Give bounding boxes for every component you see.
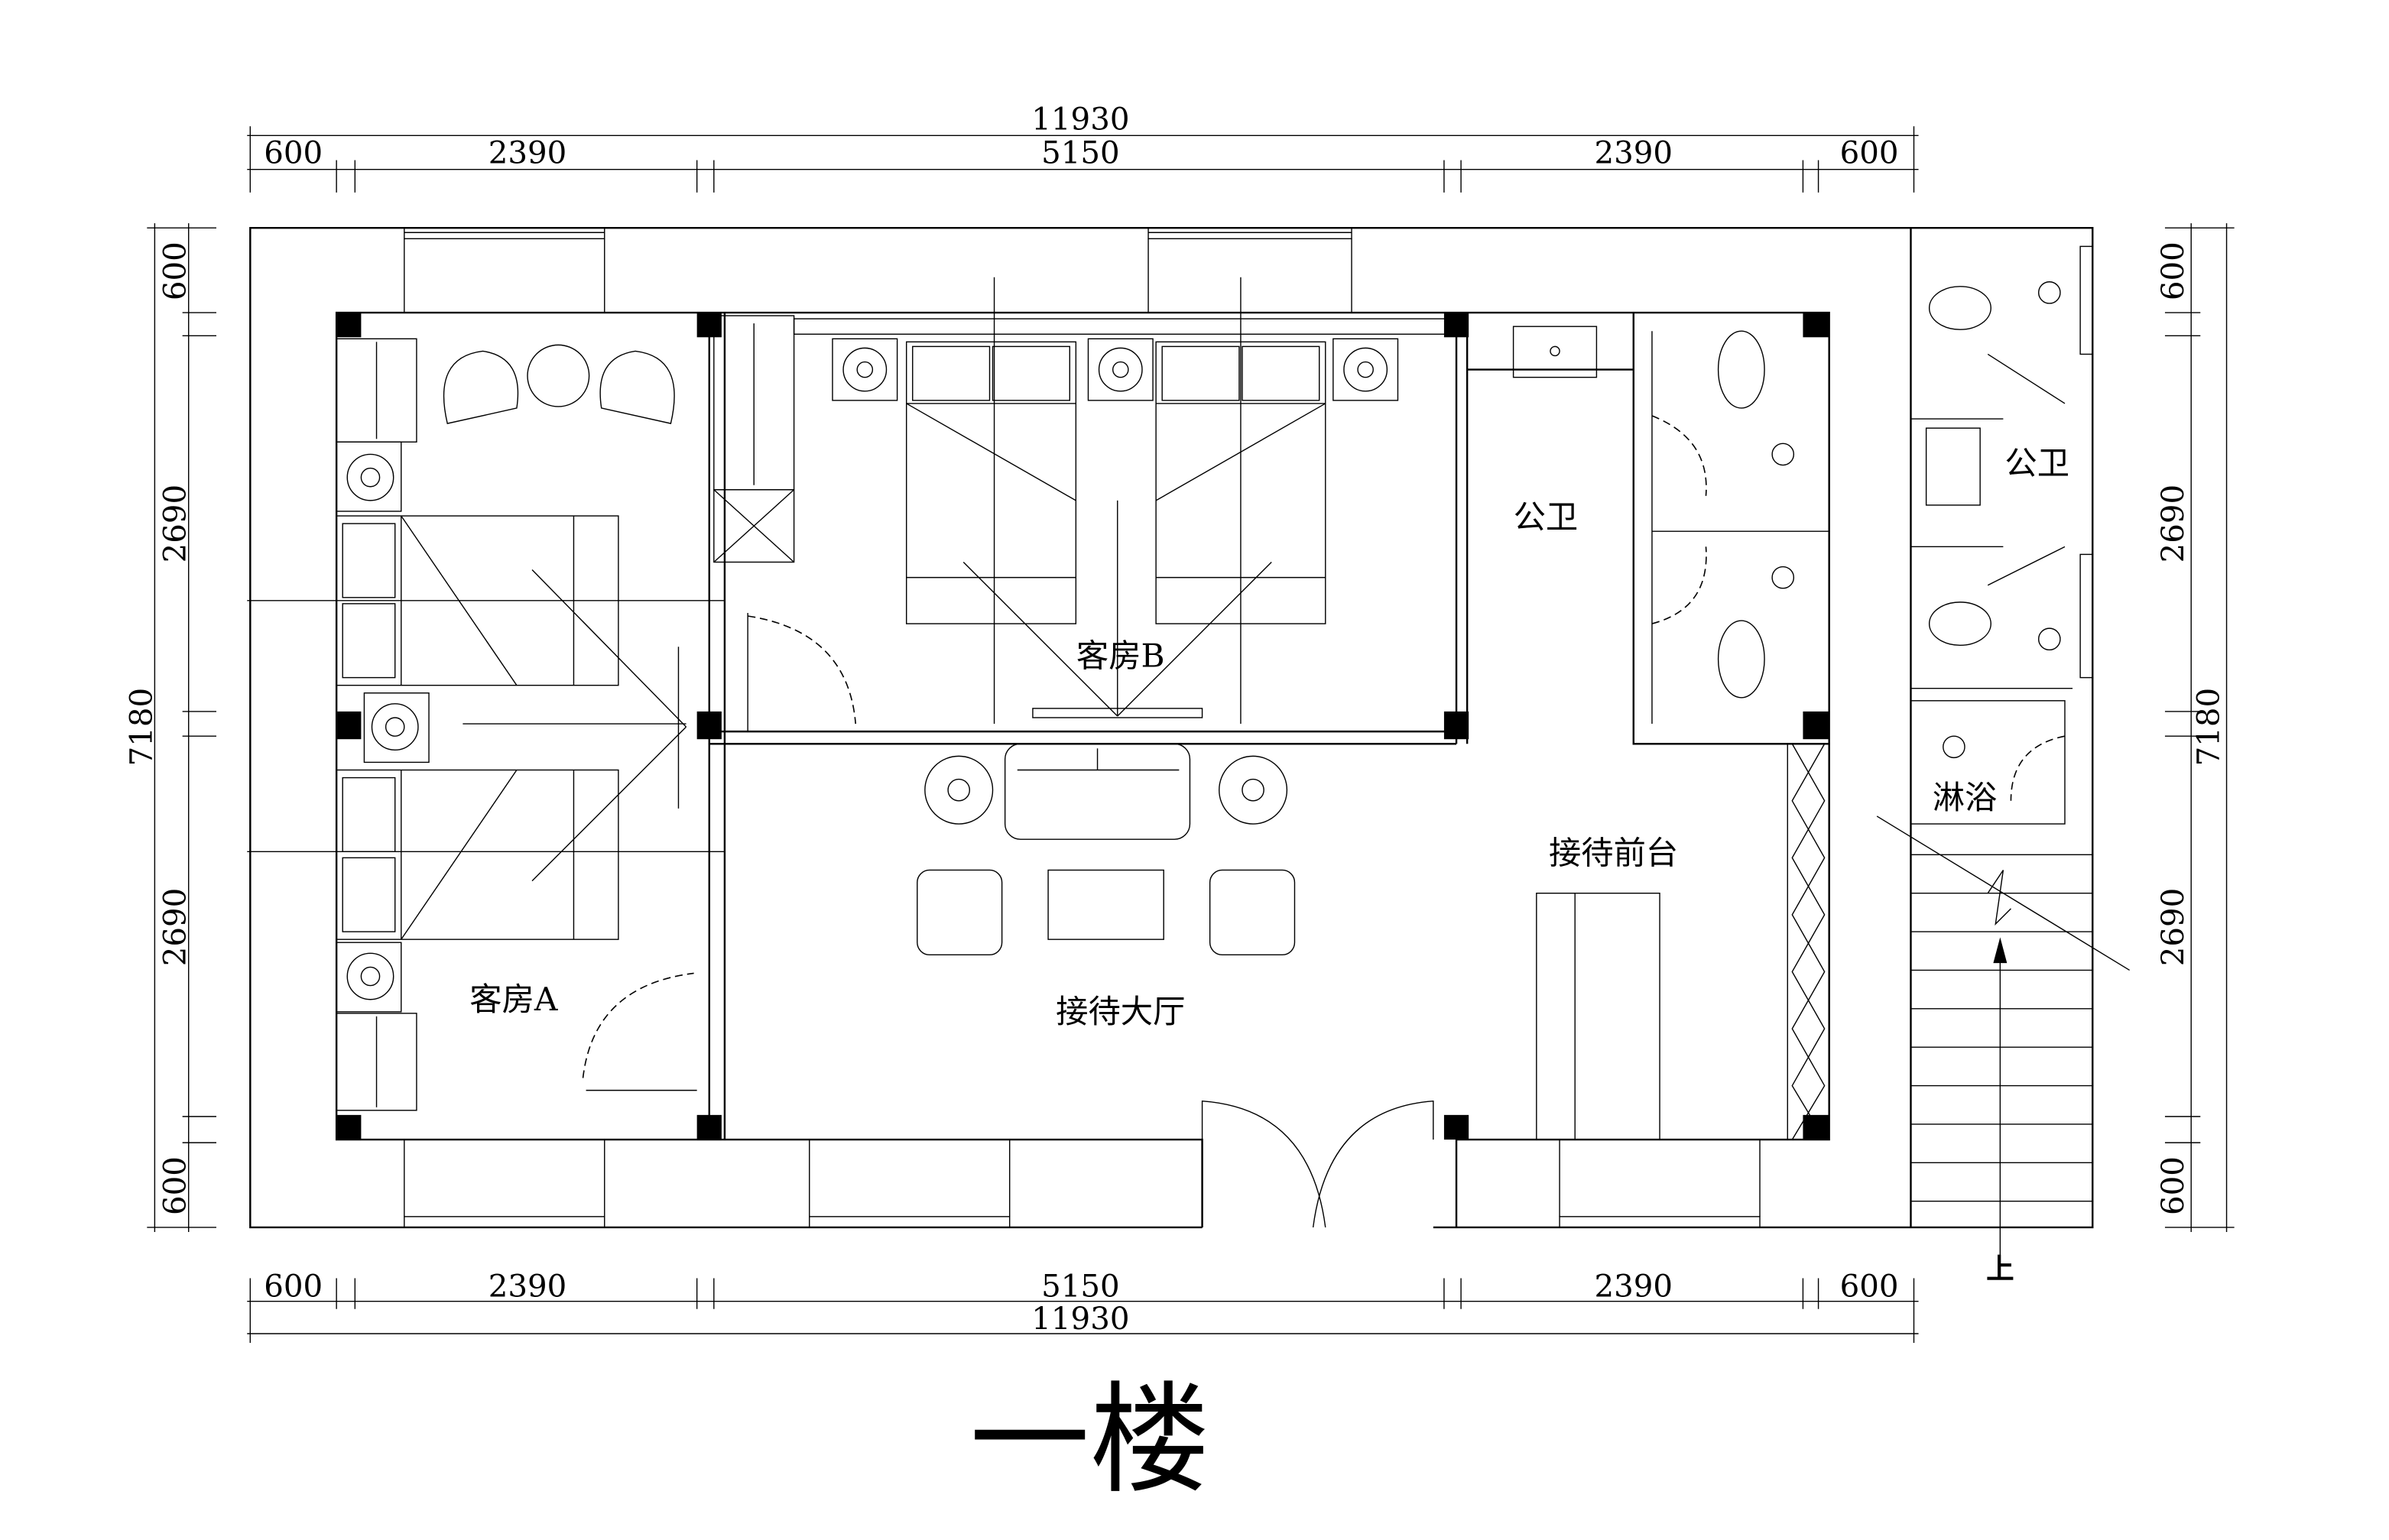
lamp-icon: [1098, 347, 1143, 392]
dim-right-seg: 2690: [2155, 888, 2191, 967]
dimensions-left: 600 2690 2690 600 7180: [123, 223, 216, 1232]
dim-right-seg: 600: [2155, 242, 2191, 300]
dim-right-seg: 2690: [2155, 485, 2191, 563]
cabinet: [1787, 743, 1830, 1140]
dim-bottom-seg: 2390: [489, 1269, 567, 1305]
sink: [1512, 326, 1598, 378]
armchair: [917, 869, 1003, 956]
arrow-up-icon: [1993, 937, 2008, 964]
lamp-icon: [346, 952, 394, 1000]
label-guest-room-a: 客房A: [469, 981, 558, 1018]
lamp-icon: [1219, 755, 1288, 825]
squat-toilet: [1717, 620, 1765, 699]
bed: [905, 341, 1077, 624]
wardrobe: [336, 1013, 417, 1111]
room-labels: 客房B 客房A 接待大厅 接待前台 公卫 公卫 淋浴: [469, 445, 2069, 1030]
dim-left-seg: 600: [157, 242, 193, 300]
floor-title: 一楼: [969, 1370, 1209, 1510]
dim-top-seg: 600: [1840, 135, 1899, 171]
dim-right-seg: 600: [2155, 1156, 2191, 1215]
reception-counter: [1536, 892, 1660, 1140]
armchair: [599, 350, 675, 424]
dim-top-total: 11930: [1031, 101, 1129, 137]
squat-toilet: [1928, 601, 1991, 646]
round-table: [527, 344, 590, 407]
dim-top-seg: 2390: [489, 135, 567, 171]
windows: [404, 227, 2093, 1228]
armchair: [1209, 869, 1296, 956]
lamp-icon: [924, 755, 994, 825]
guest-room-a-furniture: [247, 338, 725, 1111]
dim-left-total: 7180: [123, 688, 159, 767]
staircase: 上: [1876, 815, 2130, 1285]
dim-right-total: 7180: [2190, 688, 2226, 767]
dim-bottom-seg: 2390: [1594, 1269, 1673, 1305]
squat-toilet: [1928, 286, 1991, 330]
dim-left-seg: 2690: [157, 485, 193, 563]
lamp-icon: [1343, 347, 1388, 392]
dimensions-top: 11930 600 2390 5150 2390 600: [247, 101, 1919, 193]
squat-toilet: [1717, 330, 1765, 409]
lamp-icon: [346, 453, 394, 501]
lobby-furniture: [917, 743, 1434, 1228]
dim-top-seg: 5150: [1041, 135, 1120, 171]
label-front-desk: 接待前台: [1549, 834, 1678, 871]
dim-bottom-total: 11930: [1031, 1301, 1129, 1337]
label-shower: 淋浴: [1933, 779, 1998, 816]
dimensions-bottom: 600 2390 5150 2390 600 11930: [247, 1269, 1919, 1344]
sink: [1925, 427, 1981, 506]
lamp-icon: [371, 703, 419, 751]
dim-bottom-seg: 600: [1840, 1269, 1899, 1305]
lamp-icon: [842, 347, 888, 392]
label-public-toilet: 公卫: [2004, 445, 2069, 482]
bed: [336, 769, 619, 940]
sofa: [1004, 743, 1191, 840]
front-desk-and-toilets: [1512, 281, 2093, 1228]
armchair: [443, 350, 519, 424]
label-public-toilet: 公卫: [1514, 498, 1579, 536]
dim-bottom-seg: 600: [264, 1269, 323, 1305]
dim-left-seg: 600: [157, 1156, 193, 1215]
stair-up-label: 上: [1986, 1252, 2014, 1285]
dim-left-seg: 2690: [157, 888, 193, 967]
coffee-table: [1047, 869, 1164, 940]
tv-cabinet: [1032, 708, 1203, 718]
dim-bottom-seg: 5150: [1041, 1269, 1120, 1305]
dim-top-seg: 2390: [1594, 135, 1673, 171]
structural-columns: [336, 313, 1829, 1140]
guest-room-b-furniture: [713, 277, 1449, 732]
label-guest-room-b: 客房B: [1076, 637, 1165, 674]
label-lobby: 接待大厅: [1056, 993, 1185, 1030]
dim-top-seg: 600: [264, 135, 323, 171]
dimensions-right: 600 2690 2690 600 7180: [2155, 223, 2235, 1232]
